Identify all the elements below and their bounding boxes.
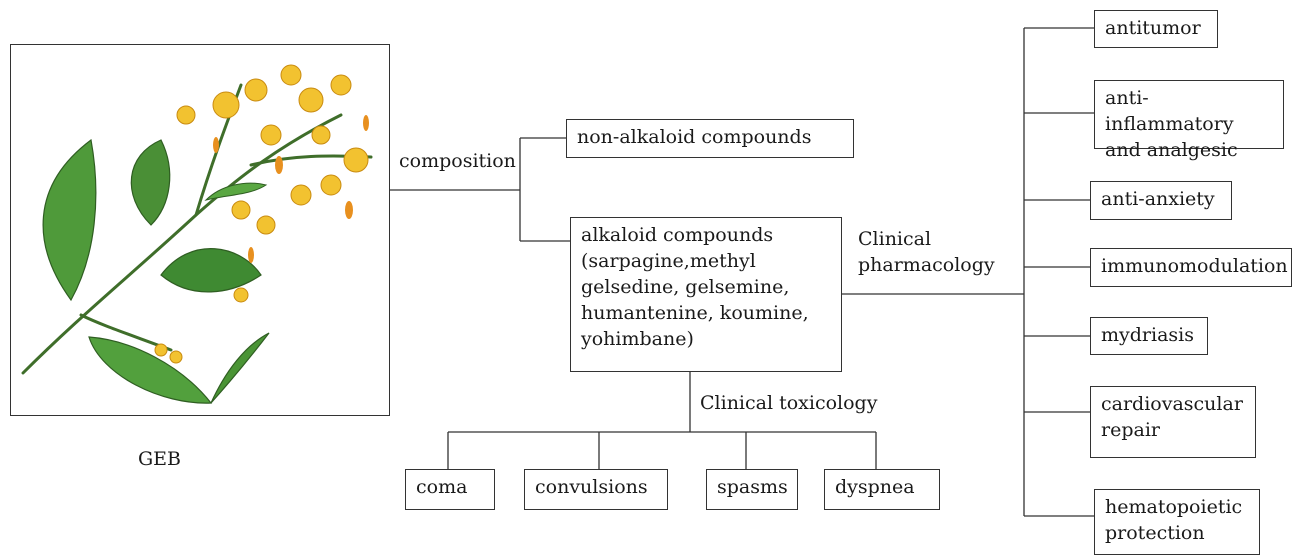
pharmacology-mydriasis-box: mydriasis xyxy=(1090,317,1208,355)
flower-buds xyxy=(213,115,369,263)
alkaloid-compounds-box: alkaloid compounds (sarpagine,methyl gel… xyxy=(570,217,842,372)
pharmacology-hematopoietic-protection-box: hematopoietic protection xyxy=(1094,489,1260,555)
leaves xyxy=(42,138,270,404)
plant-caption: GEB xyxy=(138,448,182,470)
toxicology-spasms-box: spasms xyxy=(706,469,798,510)
pharmacology-antitumor-box: antitumor xyxy=(1094,10,1218,48)
toxicology-convulsions-box: convulsions xyxy=(524,469,668,510)
pharmacology-anti-inflammatory-box: anti-inflammatory and analgesic xyxy=(1094,80,1284,161)
plant-photo xyxy=(10,44,390,416)
clinical-toxicology-label: Clinical toxicology xyxy=(700,392,878,414)
pharmacology-cardiovascular-repair-box: cardiovascular repair xyxy=(1090,386,1256,458)
clinical-pharmacology-label: Clinical pharmacology xyxy=(858,228,995,276)
pharmacology-immunomodulation-box: immunomodulation xyxy=(1090,248,1292,287)
toxicology-dyspnea-box: dyspnea xyxy=(824,469,940,510)
non-alkaloid-compounds-box: non-alkaloid compounds xyxy=(566,119,854,158)
pharmacology-anti-anxiety-box: anti-anxiety xyxy=(1090,181,1232,220)
flowers xyxy=(154,64,369,364)
composition-label: composition xyxy=(399,150,516,172)
toxicology-coma-box: coma xyxy=(405,469,495,510)
gelsemium-plant-illustration xyxy=(21,64,373,404)
